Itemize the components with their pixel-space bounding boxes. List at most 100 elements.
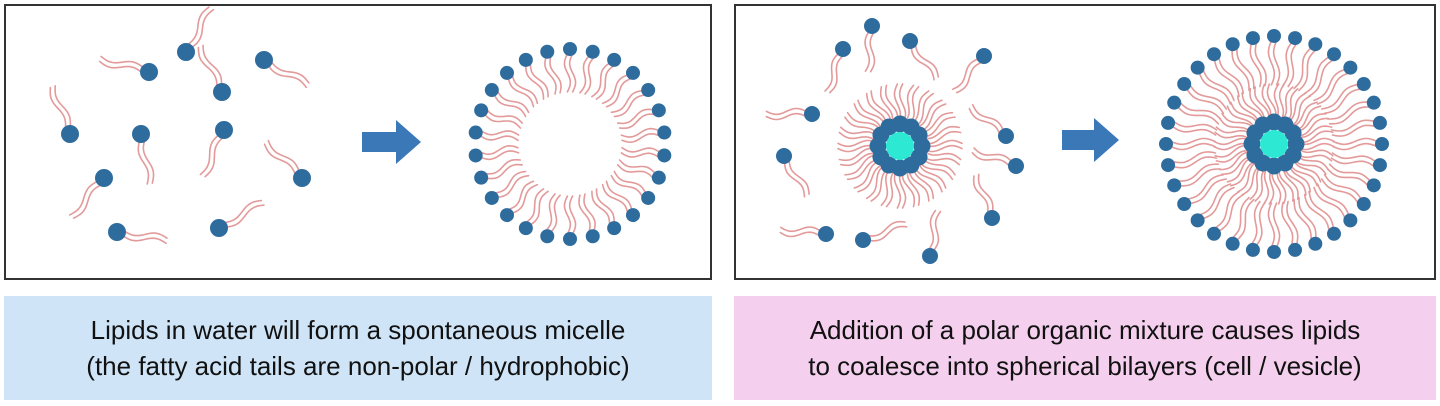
- panel-vesicle-formation: [734, 4, 1436, 280]
- phospholipid: [540, 44, 562, 95]
- phospholipid: [1225, 196, 1255, 251]
- vesicle-formation-diagram: [765, 18, 1389, 264]
- caption-vesicle: Addition of a polar organic mixture caus…: [734, 296, 1436, 400]
- phospholipid: [902, 33, 940, 81]
- caption-micelle: Lipids in water will form a spontaneous …: [4, 296, 712, 400]
- phospholipid: [1293, 196, 1323, 251]
- phospholipid: [197, 44, 231, 101]
- phospholipid: [563, 195, 577, 246]
- phospholipid: [108, 223, 168, 245]
- phospholipid: [540, 193, 561, 244]
- phospholipid: [1190, 60, 1235, 105]
- phospholipid: [1190, 183, 1235, 228]
- phospholipid: [1206, 190, 1245, 241]
- phospholipid: [951, 48, 992, 94]
- phospholipid: [1293, 37, 1323, 92]
- phospholipid: [474, 103, 523, 129]
- phospholipid: [1320, 173, 1371, 212]
- phospholipid: [591, 52, 622, 100]
- caption-vesicle-line2: to coalesce into spherical bilayers (cel…: [808, 351, 1362, 381]
- caption-micelle-line2: (the fatty acid tails are non-polar / hy…: [86, 351, 630, 381]
- vesicle: [1159, 29, 1389, 259]
- phospholipid: [579, 44, 600, 95]
- phospholipid: [776, 148, 810, 198]
- phospholipid: [1267, 29, 1281, 86]
- lipid-cluster-with-core: [837, 83, 963, 209]
- phospholipid: [620, 146, 672, 163]
- phospholipid: [1267, 202, 1281, 259]
- phospholipid: [1161, 151, 1218, 173]
- phospholipid: [1161, 115, 1218, 136]
- phospholipid: [210, 199, 265, 237]
- phospholipid: [765, 106, 820, 122]
- phospholipid: [1245, 31, 1267, 88]
- micelle-formation-diagram: [49, 6, 672, 246]
- phospholipid: [864, 18, 880, 73]
- phospholipid: [199, 121, 233, 178]
- phospholipid: [1330, 115, 1387, 137]
- phospholipid: [1330, 152, 1387, 173]
- phospholipid: [563, 42, 577, 93]
- phospholipid: [610, 83, 656, 118]
- phospholipid: [1225, 37, 1255, 92]
- phospholipid: [132, 125, 155, 185]
- phospholipid: [500, 180, 539, 223]
- phospholipid: [620, 125, 672, 144]
- micelle: [468, 42, 672, 246]
- phospholipid: [98, 55, 158, 81]
- phospholipid: [1313, 183, 1358, 228]
- right-arrow-icon: [362, 120, 421, 164]
- phospholipid: [617, 159, 666, 185]
- phospholipid: [518, 188, 549, 236]
- panel-micelle-formation: [4, 4, 712, 280]
- phospholipid: [500, 65, 539, 108]
- phospholipid: [474, 159, 523, 185]
- phospholipid: [1326, 95, 1381, 125]
- lipid-head: [910, 126, 928, 144]
- phospholipid: [1303, 190, 1342, 241]
- phospholipid: [1332, 137, 1389, 151]
- phospholipid: [578, 193, 600, 244]
- phospholipid: [971, 147, 1024, 174]
- phospholipid: [468, 125, 520, 142]
- polar-core: [1260, 130, 1288, 158]
- phospholipid: [1159, 137, 1216, 151]
- caption-micelle-line1: Lipids in water will form a spontaneous …: [90, 315, 626, 345]
- phospholipid: [263, 139, 311, 187]
- phospholipid: [1313, 60, 1358, 105]
- phospholipid: [1303, 47, 1342, 98]
- phospholipid: [68, 169, 113, 219]
- phospholipid: [1177, 173, 1228, 212]
- phospholipid: [855, 220, 908, 248]
- phospholipid: [1326, 163, 1381, 193]
- phospholipid: [591, 188, 622, 236]
- phospholipid: [601, 65, 640, 108]
- phospholipid: [49, 85, 79, 143]
- phospholipid: [1167, 163, 1222, 193]
- phospholipid: [922, 209, 942, 264]
- phospholipid: [1282, 31, 1303, 88]
- phospholipid: [1177, 76, 1228, 115]
- free-lipids-group: [49, 6, 311, 245]
- phospholipid: [1281, 200, 1303, 257]
- phospholipid: [1320, 76, 1371, 115]
- phospholipid: [484, 83, 530, 118]
- phospholipid: [968, 103, 1014, 144]
- phospholipid: [779, 226, 834, 242]
- phospholipid: [177, 6, 215, 61]
- phospholipid: [601, 180, 640, 223]
- lipid-head: [1284, 124, 1302, 142]
- phospholipid: [1206, 47, 1245, 98]
- free-lipids-group: [765, 18, 1024, 264]
- phospholipid: [617, 103, 666, 129]
- right-arrow-icon: [1062, 118, 1119, 162]
- phospholipid: [255, 51, 310, 89]
- phospholipid: [518, 52, 549, 100]
- phospholipid: [1245, 200, 1266, 257]
- phospholipid: [468, 144, 520, 163]
- phospholipid: [972, 173, 1000, 226]
- caption-vesicle-line1: Addition of a polar organic mixture caus…: [809, 315, 1361, 345]
- phospholipid: [824, 41, 851, 94]
- phospholipid: [484, 170, 530, 205]
- phospholipid: [1167, 95, 1222, 125]
